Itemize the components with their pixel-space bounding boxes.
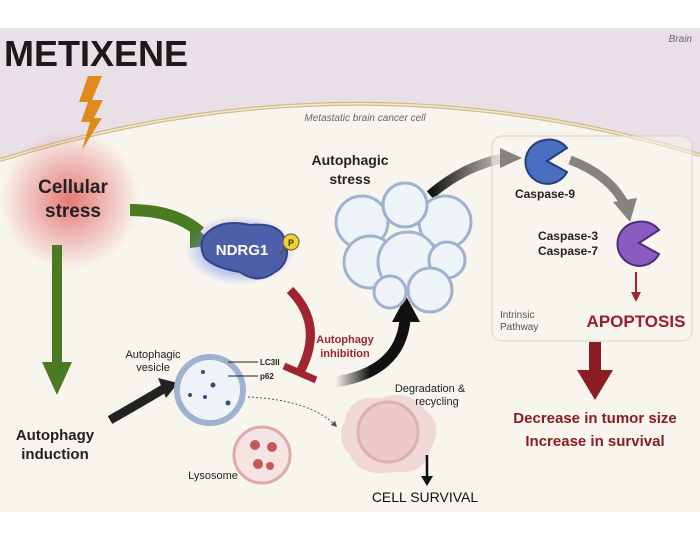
intrinsic-label-line2: Pathway	[500, 322, 538, 333]
inhibition-line	[286, 286, 315, 375]
lightning-bolt-icon	[79, 76, 103, 150]
caspase9-label: Caspase-9	[515, 187, 575, 201]
cellular-stress-line2: stress	[45, 201, 101, 222]
vesicle-label-line1: Autophagic	[125, 349, 181, 361]
autophagy-inhibition-line1: Autophagy	[316, 334, 374, 346]
result-survival: Increase in survival	[525, 433, 664, 450]
autophagic-stress-line1: Autophagic	[312, 152, 389, 168]
autophagy-induction-line2: induction	[21, 446, 89, 463]
result-tumor-size: Decrease in tumor size	[513, 410, 676, 427]
region-label: Brain	[669, 34, 693, 45]
cellular-stress-line1: Cellular	[38, 177, 108, 198]
arrow-to-results	[589, 342, 601, 372]
arrow-to-autophagy-induction	[52, 245, 62, 365]
fusion-arrow	[247, 396, 338, 428]
degradation-line2: recycling	[415, 396, 458, 408]
caspase7-label: Caspase-7	[538, 244, 598, 258]
phosphate-label: P	[288, 238, 294, 248]
p62-label: p62	[260, 372, 274, 381]
arrow-to-vesicle	[107, 384, 168, 424]
autophagy-inhibition-line2: inhibition	[320, 348, 370, 360]
ndrg1-protein	[200, 222, 288, 280]
arrow-to-autophagic-stress	[334, 319, 411, 388]
cell-label: Metastatic brain cancer cell	[304, 113, 426, 124]
autophagy-induction-line1: Autophagy	[16, 427, 95, 444]
caspase9-icon	[524, 138, 569, 185]
lc3ii-label: LC3II	[260, 358, 280, 367]
autophagic-vesicle	[174, 354, 246, 426]
autophagic-vesicle-cluster	[334, 181, 473, 314]
autophagic-stress-line2: stress	[329, 171, 370, 187]
vesicle-label-line2: vesicle	[136, 362, 170, 374]
caspase37-icon	[616, 220, 661, 267]
stress-glow	[0, 130, 140, 270]
intrinsic-label-line1: Intrinsic	[500, 310, 534, 321]
caspase3-label: Caspase-3	[538, 229, 598, 243]
cell-survival-label: CELL SURVIVAL	[372, 489, 479, 505]
degradation-line1: Degradation &	[395, 383, 466, 395]
intrinsic-pathway-box	[491, 135, 693, 342]
apoptosis-label: APOPTOSIS	[587, 312, 686, 331]
phosphate-badge	[282, 233, 300, 251]
ndrg1-label: NDRG1	[216, 242, 269, 259]
lysosome	[232, 425, 292, 485]
lysosome-label: Lysosome	[188, 470, 238, 482]
title: METIXENE	[4, 33, 188, 74]
